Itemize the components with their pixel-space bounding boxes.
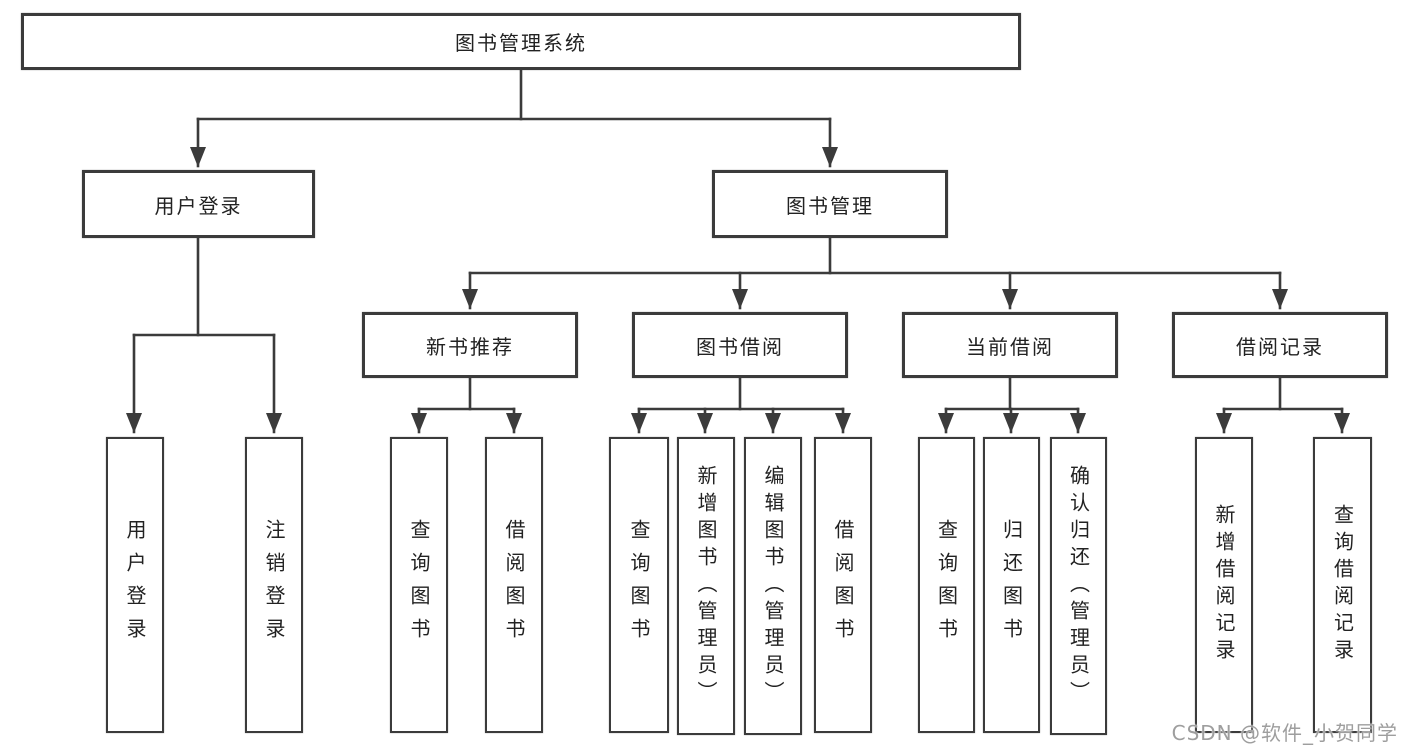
leaf-node: 确认归还（管理员） xyxy=(1050,437,1107,735)
leaf-node: 查询借阅记录 xyxy=(1313,437,1372,733)
node-label: 图书管理 xyxy=(786,193,874,218)
node-root: 图书管理系统 xyxy=(21,13,1021,70)
node-label: 新增借阅记录 xyxy=(1212,504,1236,666)
leaf-node: 查询图书 xyxy=(609,437,669,733)
leaf-node: 编辑图书（管理员） xyxy=(744,437,802,735)
node-book-borrow: 图书借阅 xyxy=(632,312,848,378)
node-label: 用户登录 xyxy=(154,193,243,218)
node-label: 查询图书 xyxy=(627,519,651,651)
node-label: 当前借阅 xyxy=(966,334,1054,359)
leaf-node: 查询图书 xyxy=(918,437,975,733)
leaf-node: 借阅图书 xyxy=(814,437,872,733)
leaf-node: 用户登录 xyxy=(106,437,164,733)
leaf-node: 查询图书 xyxy=(390,437,448,733)
node-label: 新书推荐 xyxy=(426,334,514,359)
node-label: 归还图书 xyxy=(999,519,1024,651)
leaf-node: 借阅图书 xyxy=(485,437,543,733)
node-user-login: 用户登录 xyxy=(82,170,315,238)
node-label: 借阅图书 xyxy=(831,519,855,651)
node-label: 新增图书（管理员） xyxy=(694,464,718,708)
node-label: 查询图书 xyxy=(407,519,431,651)
node-label: 借阅图书 xyxy=(502,519,526,651)
watermark: CSDN @软件_小贺同学 xyxy=(1171,721,1398,745)
node-label: 图书借阅 xyxy=(696,334,784,359)
node-current-borrow: 当前借阅 xyxy=(902,312,1118,378)
node-label: 借阅记录 xyxy=(1236,334,1324,359)
node-label: 查询图书 xyxy=(934,519,959,651)
leaf-node: 新增借阅记录 xyxy=(1195,437,1253,733)
node-label: 用户登录 xyxy=(123,519,147,651)
node-label: 确认归还（管理员） xyxy=(1066,464,1091,708)
node-borrow-record: 借阅记录 xyxy=(1172,312,1388,378)
leaf-node: 新增图书（管理员） xyxy=(677,437,735,735)
node-label: 图书管理系统 xyxy=(455,31,587,55)
leaf-node: 注销登录 xyxy=(245,437,303,733)
node-label: 注销登录 xyxy=(262,519,286,651)
leaf-node: 归还图书 xyxy=(983,437,1040,733)
node-book-management: 图书管理 xyxy=(712,170,948,238)
node-new-book-recommend: 新书推荐 xyxy=(362,312,578,378)
node-label: 查询借阅记录 xyxy=(1330,504,1355,666)
node-label: 编辑图书（管理员） xyxy=(761,464,785,708)
